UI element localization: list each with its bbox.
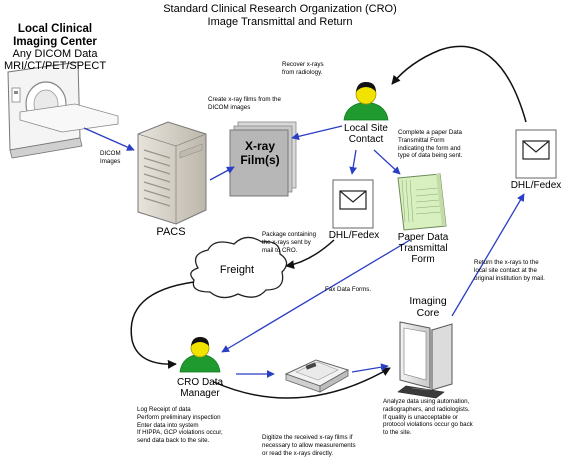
arrow-pacs-to-xray — [209, 166, 235, 181]
imaging-center-heading-2: Imaging Center — [13, 35, 97, 48]
paper-form-icon — [397, 173, 447, 231]
person-icon-cro — [179, 337, 221, 373]
fax-forms-note: Fax Data Forms. — [325, 286, 372, 293]
paper-form-label: Paper Data Transmittal Form — [392, 232, 454, 266]
return-xrays-note: Return the x-rays to the local site cont… — [474, 259, 545, 282]
freight-label: Freight — [219, 264, 255, 276]
imaging-center-sub-2: MRI/CT/PET/SPECT — [4, 60, 107, 73]
scanner-icon — [284, 359, 350, 393]
dhl-fedex-right-label: DHL/Fedex — [510, 180, 562, 191]
recover-xrays-note: Recover x-rays from radiology. — [282, 61, 324, 76]
pacs-label: PACS — [156, 226, 186, 238]
mri-scanner-icon — [7, 61, 119, 159]
digitize-note: Digitize the received x-ray films if nec… — [262, 434, 356, 457]
xray-label-1: X-ray — [244, 139, 276, 153]
xray-films-label: X-ray Film(s) — [232, 139, 288, 168]
arrow-site-to-dhl — [349, 149, 358, 175]
dhl-fedex-left-label: DHL/Fedex — [328, 230, 380, 241]
arrow-site-to-xray — [291, 125, 343, 141]
cloud-icon — [190, 236, 288, 299]
cro-label-2: Manager — [180, 388, 220, 400]
diagram-title-line1: Standard Clinical Research Organization … — [163, 3, 397, 15]
person-icon-local-site — [343, 82, 389, 121]
dicom-images-note: DICOM Images — [100, 150, 121, 165]
cro-label-1: CRO Data — [176, 377, 224, 388]
package-note: Package containing the x-rays sent by ma… — [262, 231, 317, 254]
arrow-scanner-to-core — [351, 363, 389, 373]
paper-form-label-2: Transmittal — [398, 243, 448, 255]
paper-form-label-3: Form — [411, 254, 435, 266]
diagram-title-line2: Image Transmittal and Return — [207, 16, 353, 28]
envelope-icon-right — [515, 129, 557, 179]
arrow-cro-to-core — [213, 367, 391, 399]
arrow-dhl-to-site — [391, 45, 527, 123]
local-site-contact-label: Local Site Contact — [338, 123, 394, 145]
log-receipt-note: Log Receipt of data Perform preliminary … — [137, 406, 223, 444]
arrow-mri-to-pacs — [83, 127, 135, 151]
analyze-note: Analyze data using automation, radiograp… — [383, 398, 473, 436]
arrow-dhl-to-freight — [285, 239, 335, 270]
imaging-core-label-1: Imaging — [409, 295, 447, 307]
arrow-form-to-cro — [221, 239, 411, 353]
create-films-note: Create x-ray films from the DICOM images — [208, 96, 281, 111]
paper-form-label-1: Paper Data — [397, 232, 449, 243]
imaging-core-label: Imaging Core — [400, 295, 456, 320]
complete-form-note: Complete a paper Data Transmittal Form i… — [398, 129, 463, 160]
imaging-center-sub-1: Any DICOM Data — [12, 48, 98, 61]
local-site-label-1: Local Site — [344, 123, 388, 134]
local-site-label-2: Contact — [348, 134, 384, 146]
imaging-center-heading-1: Local Clinical — [17, 23, 93, 35]
xray-film-icon — [229, 121, 297, 197]
arrow-core-to-dhl — [451, 193, 525, 317]
cro-data-manager-label: CRO Data Manager — [172, 377, 228, 399]
arrow-freight-to-cro — [130, 281, 195, 369]
envelope-icon-left — [332, 179, 374, 229]
pacs-server-icon — [137, 121, 207, 225]
monitor-icon — [397, 321, 453, 399]
xray-label-2: Film(s) — [240, 152, 280, 167]
imaging-core-label-2: Core — [416, 306, 440, 319]
arrow-site-to-form — [373, 149, 401, 175]
imaging-center-label: Local Clinical Imaging Center Any DICOM … — [4, 23, 106, 72]
